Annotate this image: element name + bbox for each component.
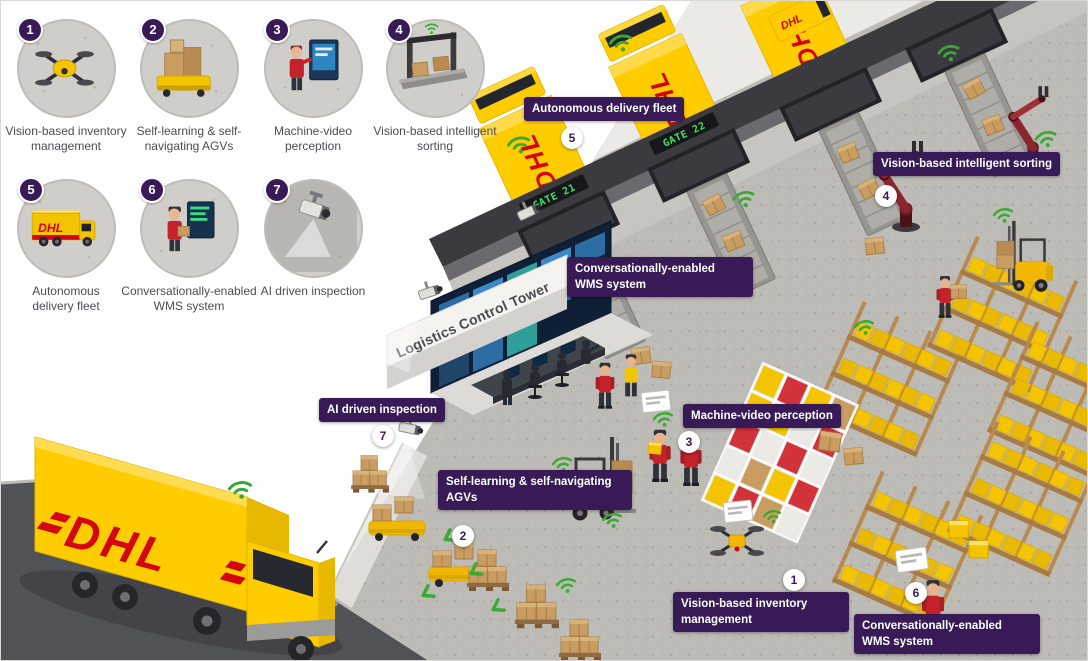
worker-yellow-vest xyxy=(624,354,638,397)
legend-caption: Self-learning & self-navigating AGVs xyxy=(136,124,242,154)
legend-item-sorting: 4 Vision-based intelligent sorting xyxy=(368,17,502,155)
legend-item-fleet: DHL 5 Autonomous delivery fleet xyxy=(14,177,118,315)
drone-icon xyxy=(16,19,116,118)
legend-number-badge: 2 xyxy=(140,17,166,43)
label-self-navigating-agvs: Self-learning & self-navigating AGVs xyxy=(438,470,632,511)
delivery-truck-icon: DHL xyxy=(16,179,116,278)
scene-number-7: 7 xyxy=(372,425,394,447)
legend-item-inventory: 1 Vision-based inventory management xyxy=(1,17,133,155)
scene-number-4: 4 xyxy=(875,185,897,207)
legend-item-wms: 6 Conversationally-enabled WMS system xyxy=(115,177,263,315)
cctv-camera-icon xyxy=(415,276,445,301)
control-room-operators xyxy=(502,340,600,405)
svg-text:DHL: DHL xyxy=(37,221,62,235)
label-conversational-wms-right: Conversationally-enabled WMS system xyxy=(854,614,1040,655)
legend-item-agv: 2 Self-learning & self-navigating AGVs xyxy=(122,17,256,155)
inventory-drone xyxy=(710,526,764,556)
legend-number-badge: 7 xyxy=(264,177,290,203)
legend-caption: Conversationally-enabled WMS system xyxy=(121,284,257,314)
legend-caption: AI driven inspection xyxy=(260,284,366,298)
legend-number-badge: 5 xyxy=(18,177,44,203)
label-conversational-wms-center: Conversationally-enabled WMS system xyxy=(567,257,753,298)
scene-number-5: 5 xyxy=(561,127,583,149)
dock-gate-3 xyxy=(779,66,909,237)
label-machine-video-perception: Machine-video perception xyxy=(683,404,841,429)
scene-number-6: 6 xyxy=(905,582,927,604)
legend-number-badge: 3 xyxy=(264,17,290,43)
legend-caption: Vision-based intelligent sorting xyxy=(373,124,497,154)
dhl-truck: DHL xyxy=(19,436,343,660)
legend-number-badge: 4 xyxy=(386,17,412,43)
label-autonomous-delivery-fleet: Autonomous delivery fleet xyxy=(524,97,685,122)
legend-item-inspection: 7 AI driven inspection xyxy=(246,177,380,299)
legend-caption: Machine-video perception xyxy=(273,124,353,154)
dhl-logo-speedlines xyxy=(36,511,247,585)
legend-number-badge: 1 xyxy=(17,17,43,43)
label-vision-inventory-management: Vision-based inventory management xyxy=(673,592,849,633)
label-ai-driven-inspection: AI driven inspection xyxy=(319,398,445,423)
legend-caption: Vision-based inventory management xyxy=(5,124,127,154)
delivery-van: DHL xyxy=(768,1,832,42)
scene-number-3: 3 xyxy=(678,431,700,453)
legend-number-badge: 6 xyxy=(139,177,165,203)
label-vision-intelligent-sorting: Vision-based intelligent sorting xyxy=(873,152,1061,177)
warehouse-workers xyxy=(595,276,967,635)
legend-item-machine-video: 3 Machine-video perception xyxy=(246,17,380,155)
dock-gate-4 xyxy=(905,7,1035,178)
scene-number-1: 1 xyxy=(783,569,805,591)
legend-caption: Autonomous delivery fleet xyxy=(32,284,100,314)
scene-number-2: 2 xyxy=(452,525,474,547)
